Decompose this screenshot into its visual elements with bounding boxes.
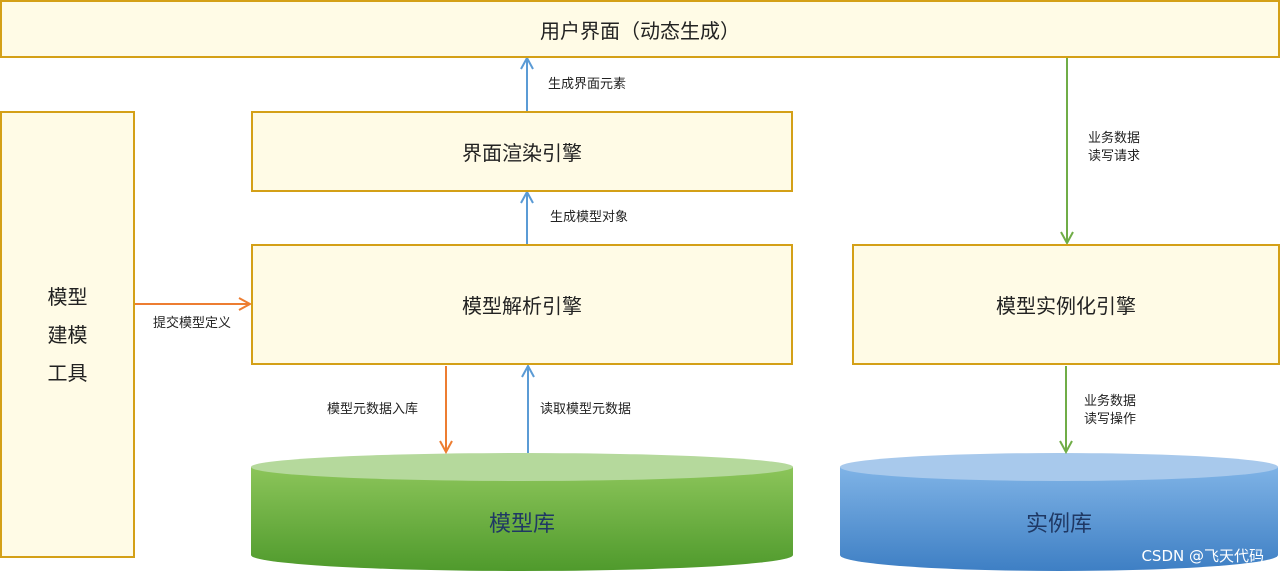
parse-engine-label: 模型解析引擎 bbox=[462, 294, 582, 318]
label-submit: 提交模型定义 bbox=[153, 316, 232, 331]
modeling-tool-line: 建模 bbox=[47, 322, 88, 347]
model-db-label: 模型库 bbox=[488, 512, 555, 537]
arrow-read bbox=[521, 363, 535, 453]
label-read: 读取模型元数据 bbox=[540, 402, 632, 417]
instance-engine-label: 模型实例化引擎 bbox=[996, 294, 1136, 318]
label-store: 模型元数据入库 bbox=[327, 402, 419, 417]
render-engine-box: 界面渲染引擎 bbox=[251, 111, 793, 192]
parse-engine-box: 模型解析引擎 bbox=[251, 244, 793, 365]
instance-engine-box: 模型实例化引擎 bbox=[852, 244, 1280, 365]
watermark: CSDN @飞天代码 bbox=[1141, 547, 1264, 565]
label-biz-op-2: 读写操作 bbox=[1084, 412, 1137, 427]
arrow-gen-model bbox=[520, 189, 534, 244]
arrow-submit bbox=[135, 297, 253, 311]
instance-db-cylinder bbox=[840, 453, 1278, 571]
ui-box: 用户界面（动态生成） bbox=[0, 0, 1280, 58]
label-gen-ui: 生成界面元素 bbox=[548, 77, 627, 92]
ui-box-label: 用户界面（动态生成） bbox=[540, 18, 740, 43]
arrow-gen-ui bbox=[520, 55, 534, 111]
render-engine-label: 界面渲染引擎 bbox=[462, 141, 582, 165]
modeling-tool-box: 模型 建模 工具 bbox=[0, 111, 135, 558]
instance-db-label: 实例库 bbox=[1025, 512, 1092, 537]
modeling-tool-line: 模型 bbox=[47, 284, 88, 309]
label-biz-request-2: 读写请求 bbox=[1088, 149, 1141, 164]
arrow-biz-request bbox=[1060, 58, 1074, 246]
label-biz-request-1: 业务数据 bbox=[1088, 131, 1141, 146]
arrow-store bbox=[439, 366, 453, 455]
arrow-biz-op bbox=[1059, 366, 1073, 455]
modeling-tool-line: 工具 bbox=[47, 360, 88, 385]
model-db-cylinder bbox=[251, 453, 793, 571]
label-biz-op-1: 业务数据 bbox=[1084, 394, 1137, 409]
label-gen-model: 生成模型对象 bbox=[550, 210, 629, 225]
